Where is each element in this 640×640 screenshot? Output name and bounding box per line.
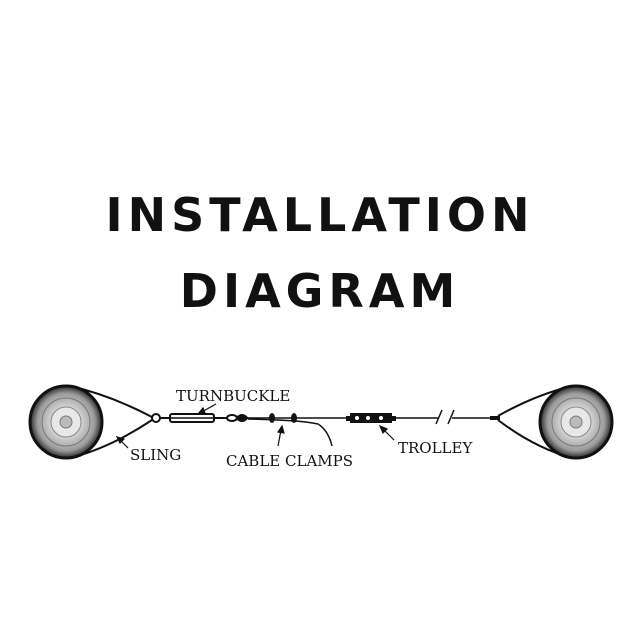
- label-turnbuckle: TURNBUCKLE: [176, 387, 290, 405]
- turnbuckle: [160, 413, 249, 423]
- trolley: [346, 413, 396, 423]
- left-tree-trunk: [28, 384, 104, 460]
- label-sling: SLING: [130, 446, 181, 464]
- label-cable-clamps: CABLE CLAMPS: [226, 452, 353, 470]
- right-tree-trunk: [538, 384, 614, 460]
- title-line-installation: INSTALLATION: [105, 188, 535, 242]
- label-trolley: TROLLEY: [398, 439, 473, 457]
- right-sling: [490, 385, 573, 459]
- title-line-diagram: DIAGRAM: [179, 264, 461, 318]
- left-sling: [69, 385, 161, 459]
- cable-clamps: [247, 413, 333, 447]
- pointer-arrows: [115, 403, 395, 449]
- installation-diagram: TURNBUCKLE SLING CABLE CLAMPS TROLLEY: [28, 384, 614, 470]
